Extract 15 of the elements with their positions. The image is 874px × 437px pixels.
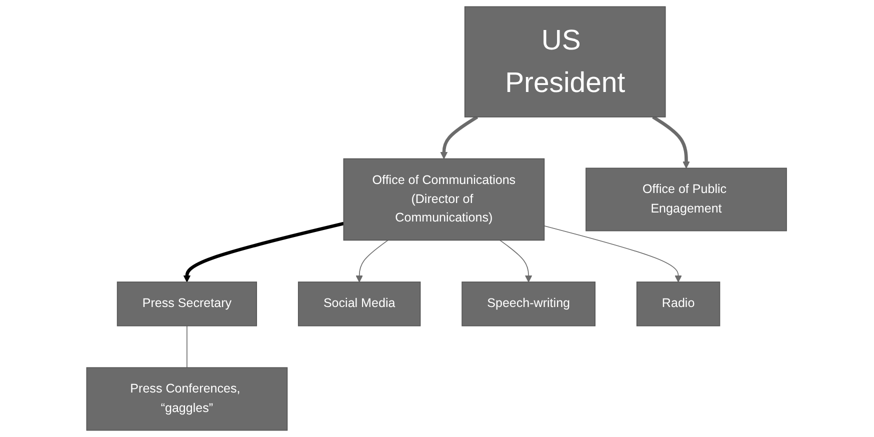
connector xyxy=(186,325,188,368)
arrow xyxy=(440,116,478,160)
node-box: Press Secretary xyxy=(117,282,258,326)
arrow xyxy=(184,222,344,282)
node-box: Press Conferences, “gaggles” xyxy=(86,367,288,431)
node-box: Office of Communications (Director of Communications) xyxy=(344,158,546,241)
arrow xyxy=(500,240,533,282)
node-box: Social Media xyxy=(298,282,422,326)
arrow xyxy=(356,240,389,282)
node-box: Office of Public Engagement xyxy=(586,168,788,232)
arrow xyxy=(652,116,690,168)
node-box: Radio xyxy=(636,282,721,326)
node-box: US President xyxy=(464,6,666,118)
arrow xyxy=(544,225,682,282)
node-box: Speech-writing xyxy=(462,282,596,326)
